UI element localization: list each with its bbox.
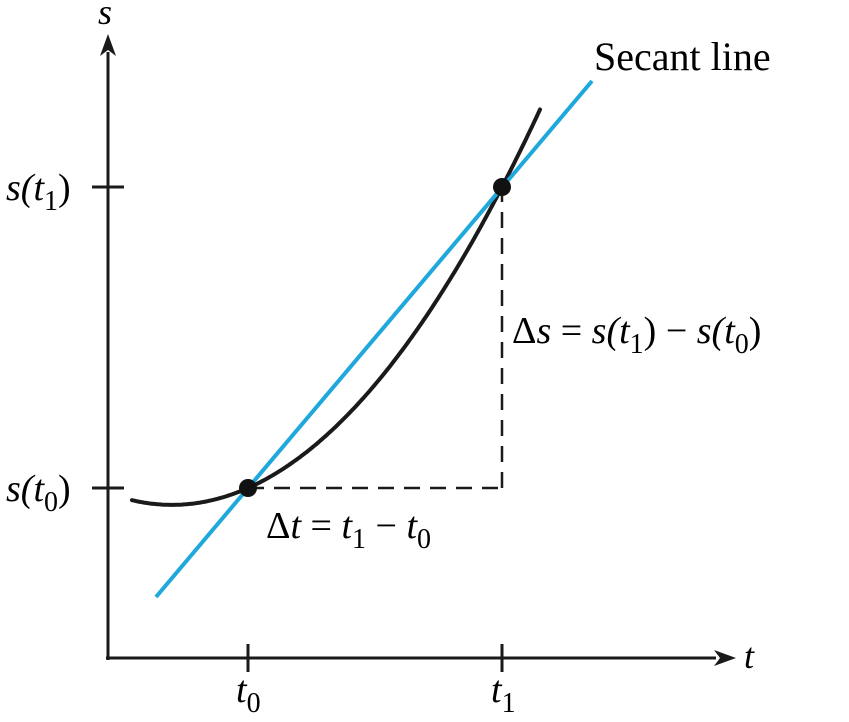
secant-line-label: Secant line [594, 34, 771, 79]
delta-t-term1-sub: 1 [352, 524, 366, 555]
horizontal-axis-label: t [744, 636, 755, 676]
horizontal-axis-arrow-icon [714, 650, 736, 666]
x-tick-label-t1-sub: 1 [502, 688, 516, 719]
y-tick-label-s-t1: s(t1) [6, 167, 71, 217]
delta-t-label: Δt = t1 − t0 [266, 505, 431, 555]
delta-s-term2-sub: 0 [735, 329, 749, 360]
y-tick-label-s-t1-pre: s(t [6, 167, 45, 209]
vertical-axis-arrow-icon [100, 34, 116, 56]
delta-t-prefix: Δ [266, 505, 290, 547]
delta-s-eq: = [551, 310, 591, 352]
delta-s-minus: − [656, 310, 696, 352]
delta-t-eq: = [301, 505, 341, 547]
delta-t-var: t [290, 505, 302, 547]
point-t0 [239, 479, 257, 497]
delta-t-minus: − [366, 505, 406, 547]
x-tick-label-t0: t0 [236, 669, 261, 719]
point-t1 [493, 178, 511, 196]
delta-t-term2: t [406, 505, 418, 547]
x-tick-label-t1-base: t [491, 669, 503, 711]
vertical-axis-label: s [98, 0, 112, 32]
x-tick-label-t0-base: t [236, 669, 248, 711]
delta-s-var: s [536, 310, 551, 352]
y-tick-label-s-t0-pre: s(t [6, 468, 45, 510]
position-curve [130, 107, 542, 507]
delta-s-term1-sub: 1 [630, 329, 644, 360]
delta-s-term1-pre: s(t [592, 310, 631, 352]
delta-t-term1: t [341, 505, 353, 547]
y-tick-label-s-t0-sub: 0 [44, 487, 58, 518]
delta-s-term1-post: ) [644, 310, 657, 352]
y-tick-label-s-t0: s(t0) [6, 468, 71, 518]
delta-t-term2-sub: 0 [417, 524, 431, 555]
delta-s-prefix: Δ [512, 310, 536, 352]
y-tick-label-s-t0-post: ) [58, 468, 71, 510]
y-tick-label-s-t1-post: ) [58, 167, 71, 209]
secant-line [154, 79, 594, 599]
delta-s-term2-post: ) [749, 310, 762, 352]
delta-s-term2-pre: s(t [697, 310, 736, 352]
x-tick-label-t0-sub: 0 [247, 688, 261, 719]
y-tick-label-s-t1-sub: 1 [44, 186, 58, 217]
delta-s-label: Δs = s(t1) − s(t0) [512, 310, 761, 360]
x-tick-label-t1: t1 [491, 669, 516, 719]
